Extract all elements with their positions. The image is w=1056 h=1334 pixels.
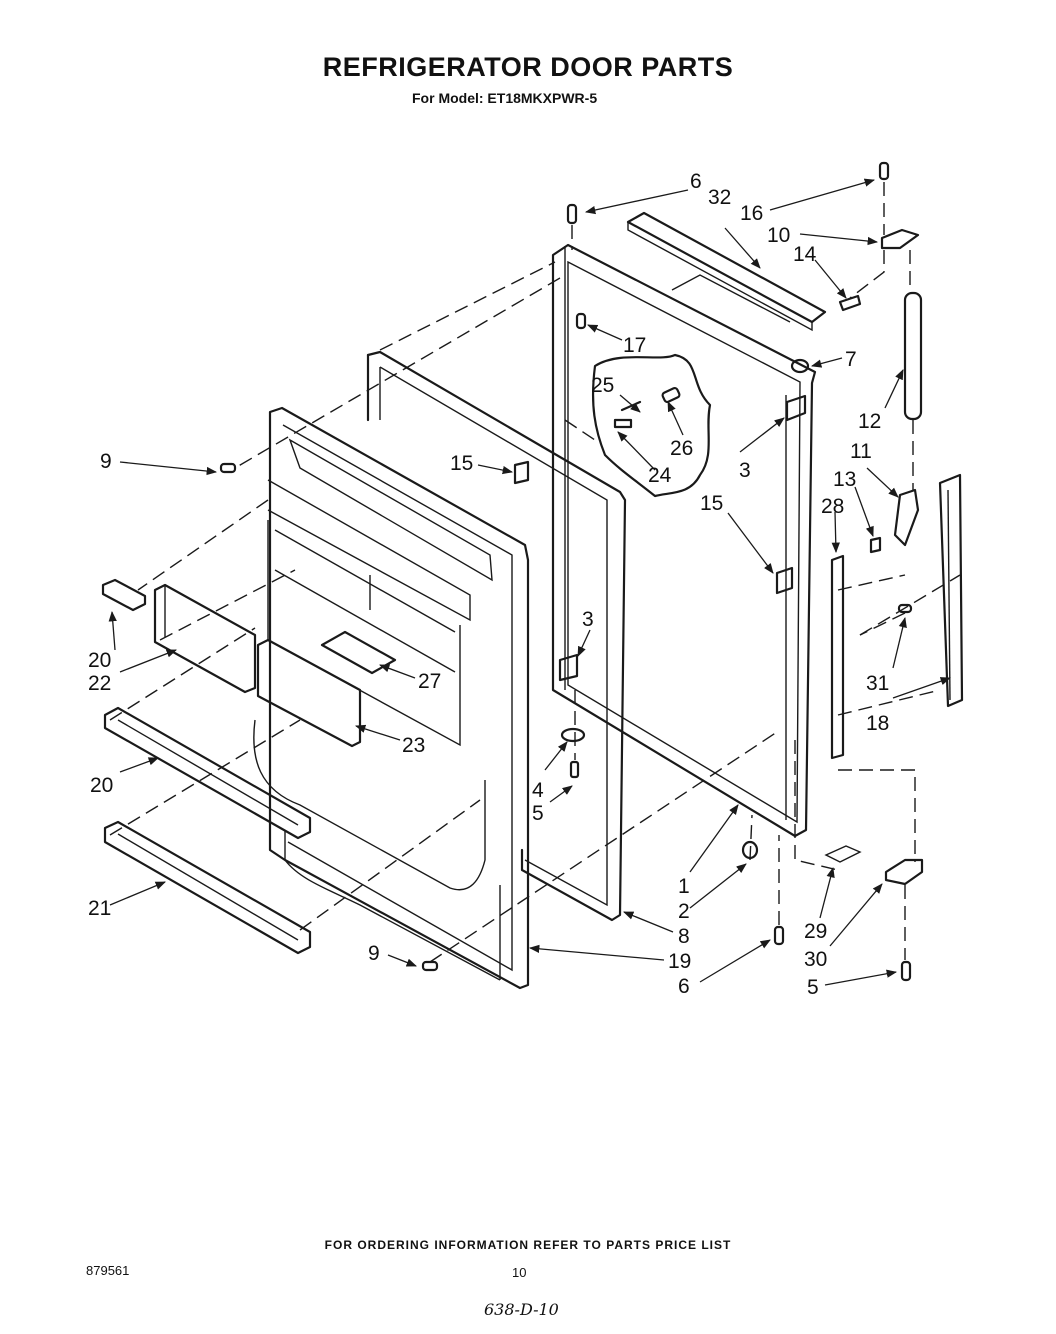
callout-23: 23 [402,734,425,757]
callout-10: 10 [767,224,790,247]
callout-5-right: 5 [807,976,819,999]
document-number: 879561 [86,1263,130,1278]
callout-22: 22 [88,672,111,695]
upper-hinge [880,228,920,250]
leader-arrows [108,178,951,986]
lower-hinge [884,858,924,886]
callout-1: 1 [678,875,690,898]
callout-15-right: 15 [700,492,723,515]
handle-tube [903,291,923,421]
callout-6-bottom: 6 [678,975,690,998]
side-trim-strip [938,473,964,708]
assembly-lines [109,182,961,963]
callout-28: 28 [821,495,844,518]
callout-9-lower: 9 [368,942,380,965]
shelf-trim-upper [101,578,147,612]
ordering-note: FOR ORDERING INFORMATION REFER TO PARTS … [324,1238,732,1252]
callout-3-upper: 3 [739,459,751,482]
callout-27: 27 [418,670,441,693]
hinge-shim [824,845,862,863]
door-gasket [366,350,627,922]
callout-20-lower: 20 [90,774,113,797]
hinge-trim-strip [830,554,845,760]
callout-2: 2 [678,900,690,923]
top-channel [626,211,827,332]
callout-16: 16 [740,202,763,225]
callout-26: 26 [670,437,693,460]
callout-32: 32 [708,186,731,209]
callout-29: 29 [804,920,827,943]
model-subtitle: For Model: ET18MKXPWR-5 [412,90,598,106]
callout-13: 13 [833,468,856,491]
callout-7: 7 [845,348,857,371]
outer-door-panel [551,243,817,838]
callout-30: 30 [804,948,827,971]
inner-door-liner [253,406,530,990]
callout-31: 31 [866,672,889,695]
callout-18: 18 [866,712,889,735]
callout-19: 19 [668,950,691,973]
callout-25: 25 [591,374,614,397]
callout-14: 14 [793,243,817,266]
callout-12: 12 [858,410,881,433]
callout-9-left: 9 [100,450,112,473]
hardware-screws [219,161,913,982]
callout-21: 21 [88,897,111,920]
callout-5-left: 5 [532,802,544,825]
door-shelf-upper [153,583,257,694]
callout-11: 11 [850,440,872,463]
shelf-trim-mid [103,706,312,840]
callout-15-center: 15 [450,452,473,475]
page-number: 10 [512,1265,527,1280]
page-title: REFRIGERATOR DOOR PARTS [322,52,734,82]
callout-labels: 6 32 16 10 14 17 7 25 12 26 9 15 24 3 11… [88,170,889,999]
door-shelf-lower [256,638,362,748]
callout-24: 24 [648,464,672,487]
callout-17: 17 [623,334,646,357]
callout-8: 8 [678,925,690,948]
callout-20-upper: 20 [88,649,111,672]
handle-end-cap [893,488,920,547]
callout-3-lower: 3 [582,608,594,631]
shelf-trim-bottom [103,820,312,955]
callout-4: 4 [532,779,544,802]
handwritten-note: 638-D-10 [484,1300,559,1319]
callout-6-top: 6 [690,170,702,193]
